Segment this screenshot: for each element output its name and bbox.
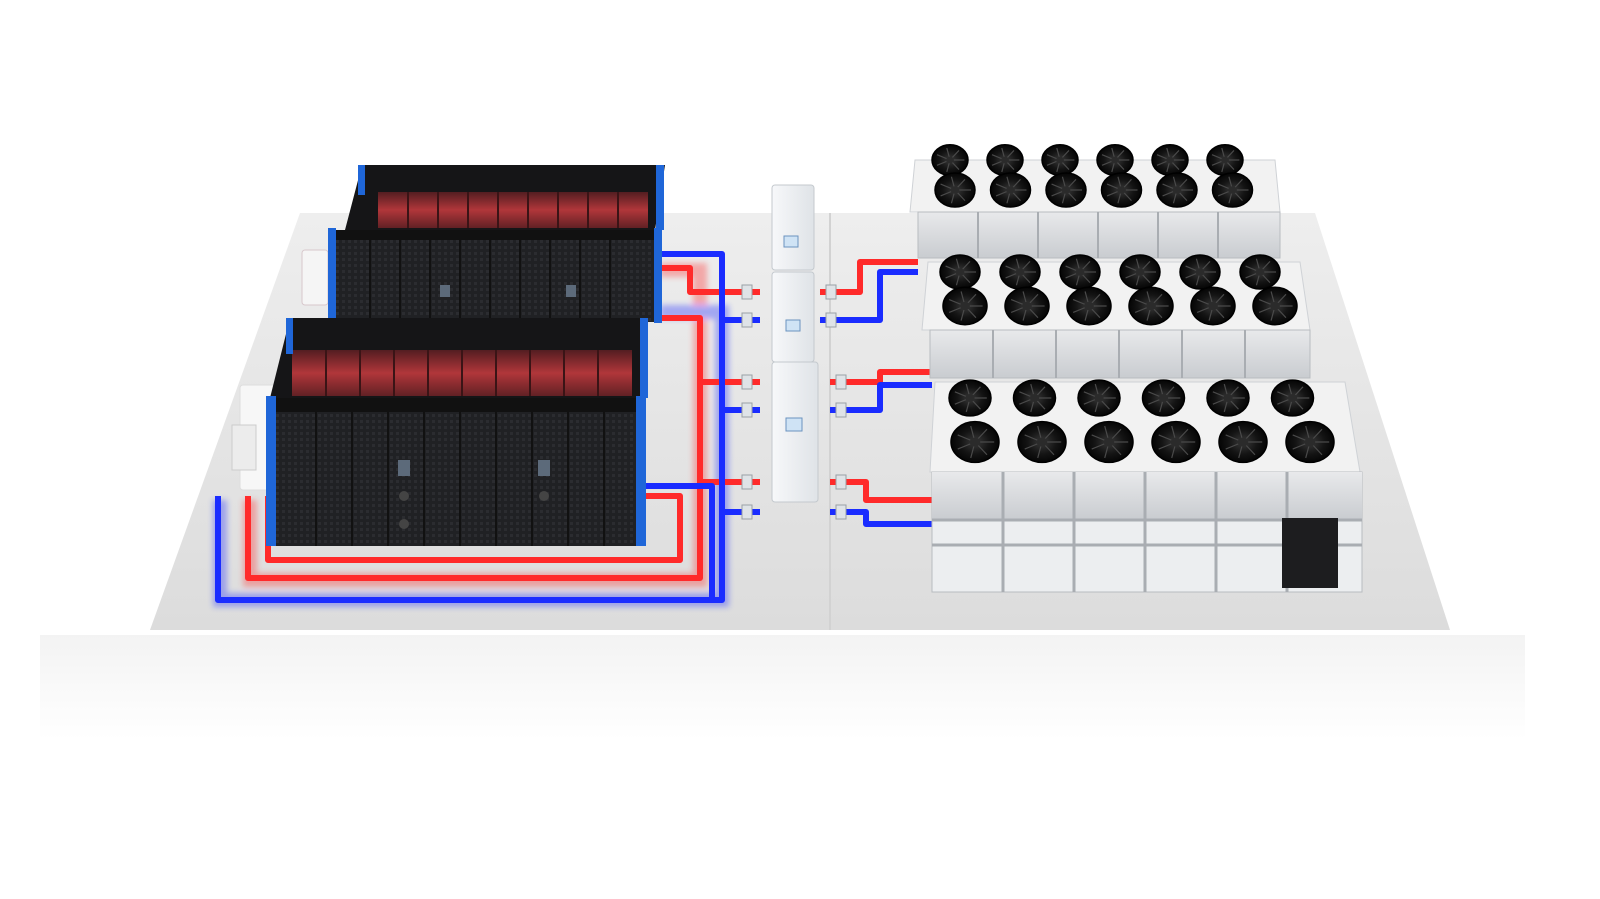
fan-icon <box>1211 172 1254 208</box>
fan-icon <box>989 172 1032 208</box>
cdu-cabinets <box>771 184 819 503</box>
cold-pipe-main <box>215 251 725 603</box>
fan-icon <box>1285 420 1335 464</box>
valves <box>741 284 847 520</box>
fan-icon <box>1096 143 1134 177</box>
fan-icon <box>1151 420 1201 464</box>
fan-icon <box>1206 379 1250 417</box>
fan-icon <box>1270 379 1315 417</box>
fan-icon <box>1017 420 1067 464</box>
fan-icon <box>999 254 1041 290</box>
fan-icon <box>1141 379 1186 417</box>
fan-icon <box>986 143 1024 177</box>
dry-cooler-2 <box>921 254 1311 379</box>
dry-cooler-1 <box>909 143 1281 259</box>
dry-cooler-3 <box>929 379 1363 593</box>
fan-icon <box>948 379 992 417</box>
fan-icon <box>1179 254 1221 290</box>
fan-icon <box>1151 143 1189 177</box>
fan-icon <box>1045 172 1087 208</box>
fan-icon <box>1119 254 1161 290</box>
hot-pipe-return <box>245 315 703 581</box>
container-2 <box>266 318 648 546</box>
fan-icon <box>1252 286 1298 326</box>
fan-icon <box>1239 254 1281 290</box>
fan-icon <box>950 420 1000 464</box>
fan-icon <box>942 286 988 326</box>
cabinet-icon <box>771 271 815 363</box>
fan-icon <box>1128 286 1174 326</box>
cabinet-icon <box>771 184 815 271</box>
fan-icon <box>1206 143 1244 177</box>
fan-icon <box>931 143 969 177</box>
fan-icon <box>1100 172 1143 208</box>
dry-coolers <box>909 143 1363 593</box>
fan-icon <box>1190 286 1236 326</box>
container-1 <box>328 165 665 323</box>
fan-icon <box>1084 420 1134 464</box>
fan-icon <box>934 172 976 208</box>
fan-icon <box>1041 143 1079 177</box>
cabinet-icon <box>771 361 819 503</box>
fan-icon <box>1066 286 1112 326</box>
fan-icon <box>1218 420 1268 464</box>
fan-icon <box>1059 254 1101 290</box>
fan-icon <box>1077 379 1121 417</box>
fan-icon <box>939 254 981 290</box>
fan-icon <box>1012 379 1057 417</box>
fan-icon <box>1004 286 1050 326</box>
fan-icon <box>1156 172 1198 208</box>
